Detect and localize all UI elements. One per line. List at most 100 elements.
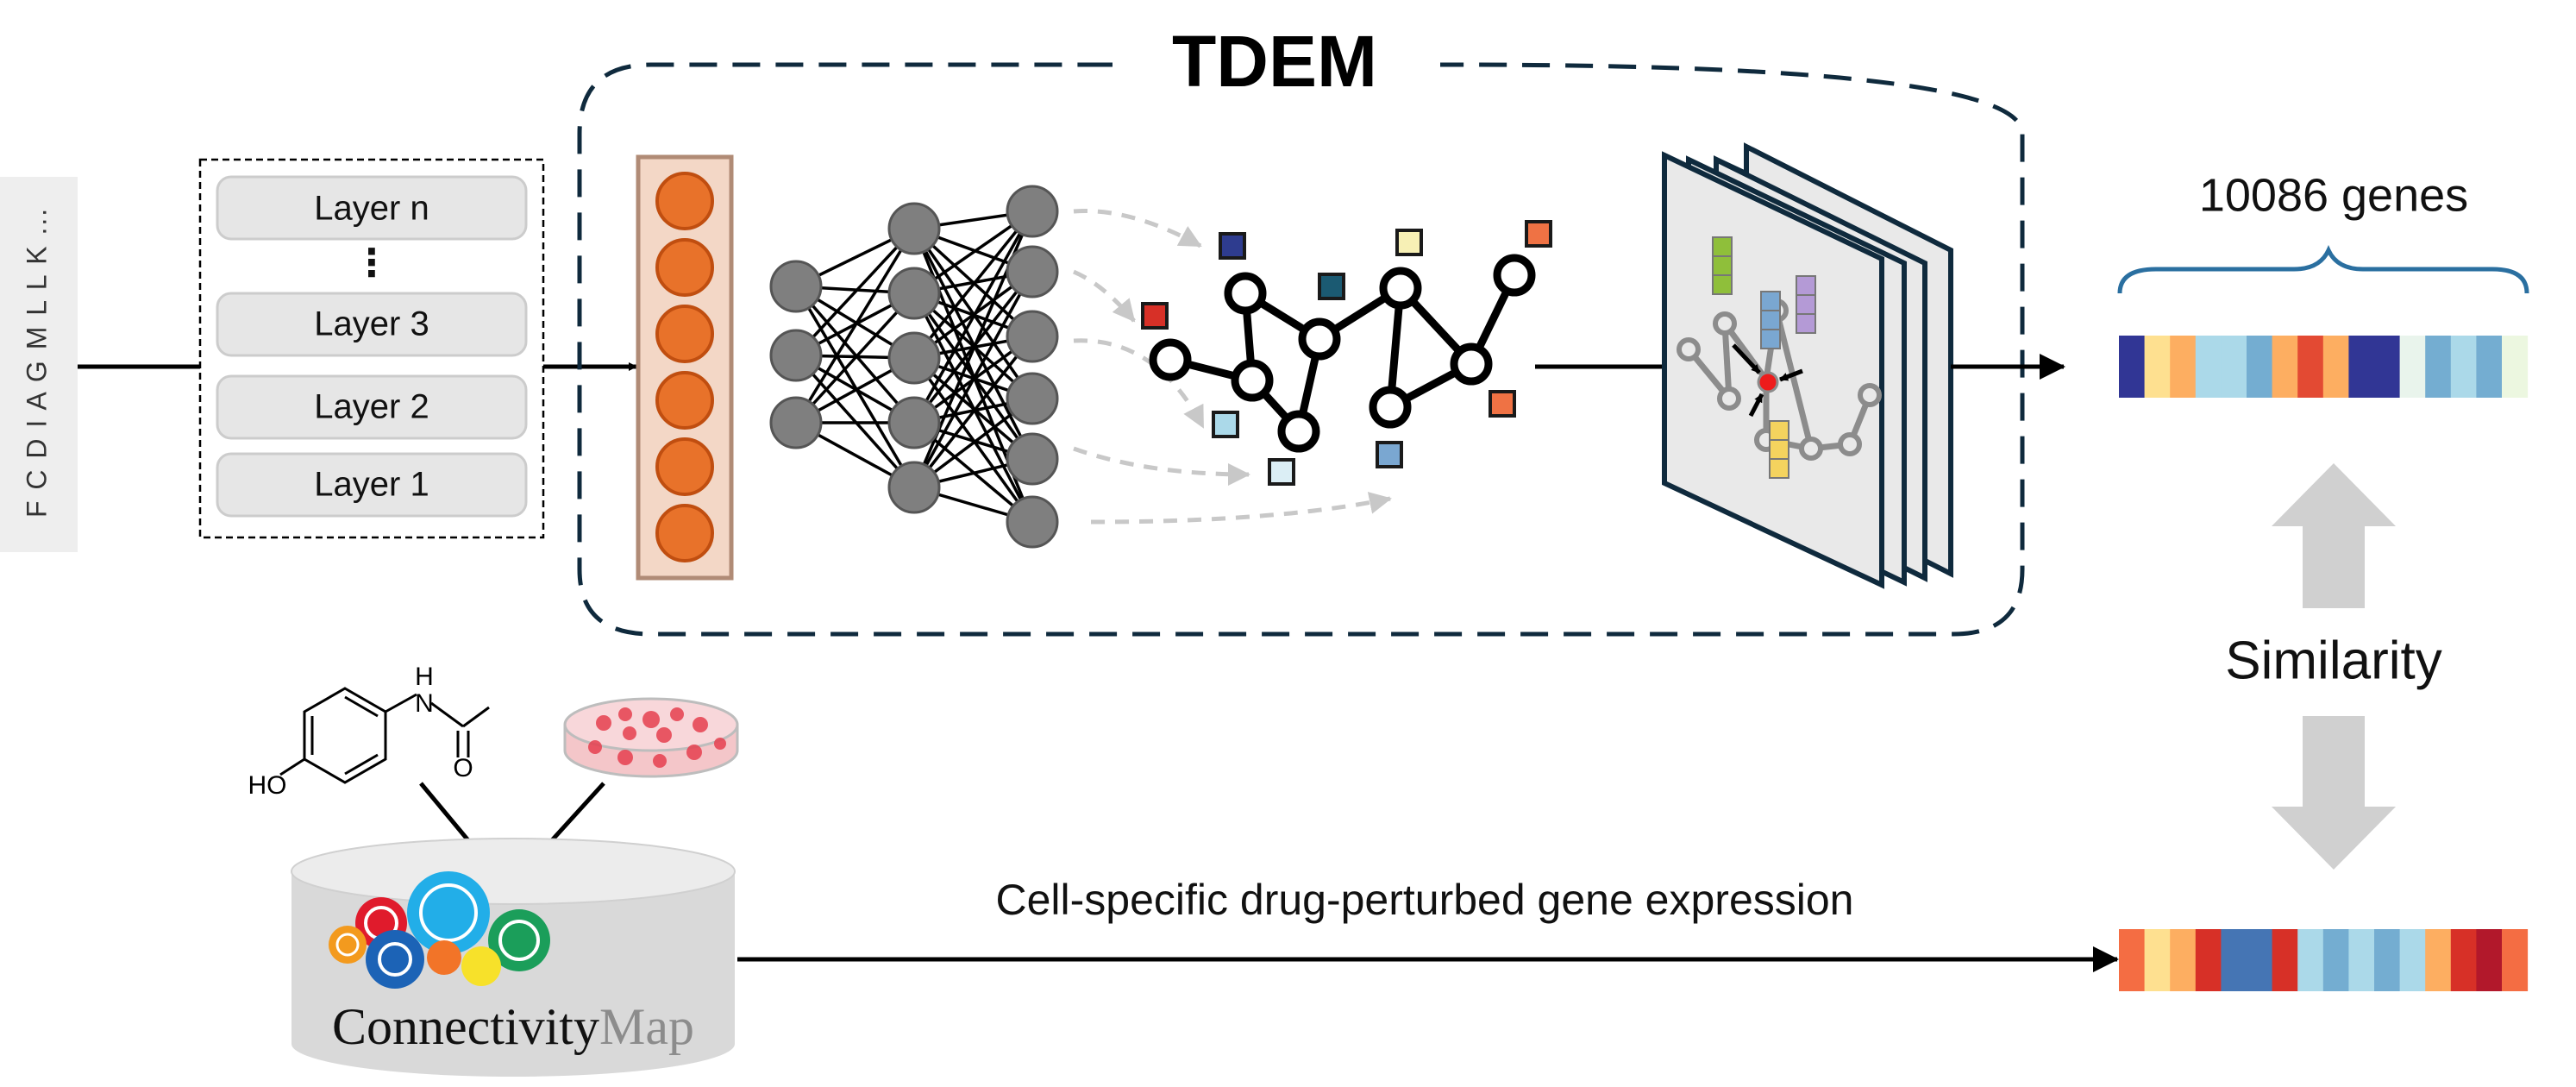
gene-feature-square <box>1219 232 1246 260</box>
atom-nitrogen: N <box>415 689 434 718</box>
predicted-gene-cell <box>2374 336 2401 398</box>
gene-feature-square <box>1318 273 1345 300</box>
layer-2-box: Layer 2 <box>216 374 528 440</box>
graph-node <box>1450 342 1493 386</box>
mapping-arrows <box>1073 209 1392 525</box>
similarity-indicator: Similarity <box>2225 463 2442 870</box>
predicted-expression-bar <box>2119 336 2529 398</box>
predicted-gene-cell <box>2399 336 2426 398</box>
predicted-gene-cell <box>2348 336 2375 398</box>
observed-gene-cell <box>2144 929 2171 991</box>
gene-count-brace <box>2117 244 2529 294</box>
gene-feature-square <box>1395 229 1423 256</box>
nn-neuron <box>769 260 823 313</box>
nn-neuron <box>887 202 941 255</box>
atom-hydroxyl: HO <box>248 771 287 800</box>
observed-gene-cell <box>2399 929 2426 991</box>
predicted-gene-cell <box>2502 336 2529 398</box>
observed-gene-cell <box>2221 929 2247 991</box>
observed-gene-cell <box>2195 929 2222 991</box>
observed-gene-cell <box>2247 929 2273 991</box>
predicted-gene-cell <box>2272 336 2298 398</box>
layer-2-label: Layer 2 <box>314 388 429 426</box>
graph-node <box>1379 267 1422 310</box>
nn-neuron <box>769 329 823 382</box>
cmap-logo-map: Map <box>599 998 694 1055</box>
embedding-vector <box>636 154 734 581</box>
mapping-arrow-2 <box>1073 269 1136 323</box>
nn-neuron <box>1006 372 1059 425</box>
similarity-up-arrow <box>2272 463 2396 608</box>
mapping-arrow-5 <box>1090 492 1392 525</box>
nn-neuron <box>1006 432 1059 486</box>
observed-gene-cell <box>2272 929 2298 991</box>
graph-node <box>1369 386 1412 429</box>
connectivity-map-database: ConnectivityMap <box>291 838 736 1077</box>
predicted-gene-cell <box>2195 336 2222 398</box>
observed-gene-cell <box>2322 929 2349 991</box>
predicted-gene-cell <box>2297 336 2324 398</box>
gene-feature-square <box>1141 302 1169 330</box>
expression-label: Cell-specific drug-perturbed gene expres… <box>996 876 1854 924</box>
predicted-gene-cell <box>2247 336 2273 398</box>
embedding-neuron <box>655 172 714 230</box>
tdem-module: TDEM <box>577 21 2025 637</box>
protein-sequence: F C D I A G M L L K ... <box>0 177 78 552</box>
observed-gene-cell <box>2374 929 2401 991</box>
embedding-neuron <box>655 371 714 430</box>
nn-neuron <box>887 331 941 385</box>
predicted-gene-cell <box>2119 336 2146 398</box>
predicted-gene-cell <box>2144 336 2171 398</box>
atom-oxygen: O <box>453 754 473 782</box>
cell-culture-dish <box>563 697 739 778</box>
observed-gene-cell <box>2502 929 2529 991</box>
nn-neuron <box>1006 185 1059 238</box>
neural-network <box>769 185 1059 549</box>
predicted-gene-cell <box>2450 336 2477 398</box>
nn-neuron <box>1006 495 1059 549</box>
nn-neuron <box>887 461 941 514</box>
sequence-text: F C D I A G M L L K ... <box>21 207 52 518</box>
gene-graph <box>1141 220 1552 486</box>
mapping-arrow-1 <box>1073 209 1202 248</box>
embedding-neuron <box>655 437 714 496</box>
cmap-logo-connectivity: Connectivity <box>332 998 599 1055</box>
encoder-stack: Layer n ⋮ Layer 3 Layer 2 Layer 1 <box>198 158 545 539</box>
graph-node <box>1224 272 1267 315</box>
gene-feature-square <box>1212 411 1239 438</box>
gene-feature-square <box>1525 220 1552 248</box>
layer-3-label: Layer 3 <box>314 305 429 343</box>
similarity-label: Similarity <box>2225 631 2441 690</box>
layer-1-box: Layer 1 <box>216 452 528 518</box>
predicted-gene-cell <box>2425 336 2452 398</box>
observed-gene-cell <box>2297 929 2324 991</box>
layer-n-box: Layer n <box>216 175 528 241</box>
predicted-gene-cell <box>2170 336 2197 398</box>
mapping-arrow-3 <box>1073 338 1206 429</box>
observed-gene-cell <box>2450 929 2477 991</box>
predicted-gene-cell <box>2322 336 2349 398</box>
observed-gene-cell <box>2170 929 2197 991</box>
predicted-gene-cell <box>2221 336 2247 398</box>
embedding-neuron <box>655 305 714 363</box>
layer-n-label: Layer n <box>314 190 429 228</box>
nn-neuron <box>1006 245 1059 298</box>
embedding-neuron <box>655 238 714 297</box>
atom-hydrogen: H <box>415 663 434 691</box>
gene-feature-square <box>1268 458 1295 486</box>
graph-node <box>1298 317 1341 361</box>
drug-molecule: N H O HO <box>248 663 490 800</box>
tdem-dashed-border <box>577 62 2025 637</box>
graph-node <box>1231 359 1274 402</box>
layer-ellipsis: ⋮ <box>353 242 391 285</box>
observed-expression-bar <box>2119 929 2529 991</box>
embedding-neuron <box>655 504 714 562</box>
gnn-layers <box>1662 142 1953 589</box>
layer-1-label: Layer 1 <box>314 466 429 504</box>
nn-neuron <box>887 396 941 449</box>
gene-feature-square <box>1489 390 1516 418</box>
gene-feature-square <box>1376 441 1403 468</box>
gene-count-label: 10086 genes <box>2199 169 2468 221</box>
observed-gene-cell <box>2348 929 2375 991</box>
